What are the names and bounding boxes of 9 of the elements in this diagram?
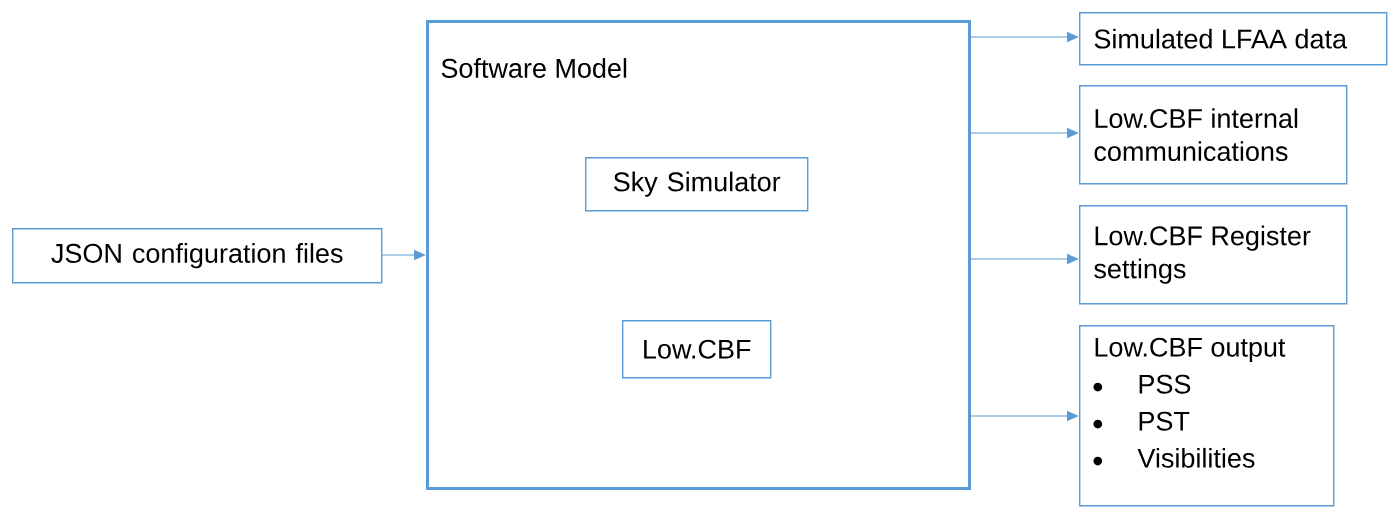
process-box: Low.CBF internal communications [1079, 85, 1348, 185]
process-box: Simulated LFAA data [1079, 12, 1388, 66]
box-heading: Software Model [441, 58, 627, 78]
process-box [426, 20, 971, 490]
process-box: Low.CBF Register settings [1079, 205, 1348, 305]
process-box: Sky Simulator [585, 157, 809, 212]
process-box: JSON configuration files [12, 228, 383, 284]
process-box: Low.CBF [622, 320, 772, 379]
process-box: Low.CBF output PSS PST Visibilities [1079, 325, 1335, 507]
